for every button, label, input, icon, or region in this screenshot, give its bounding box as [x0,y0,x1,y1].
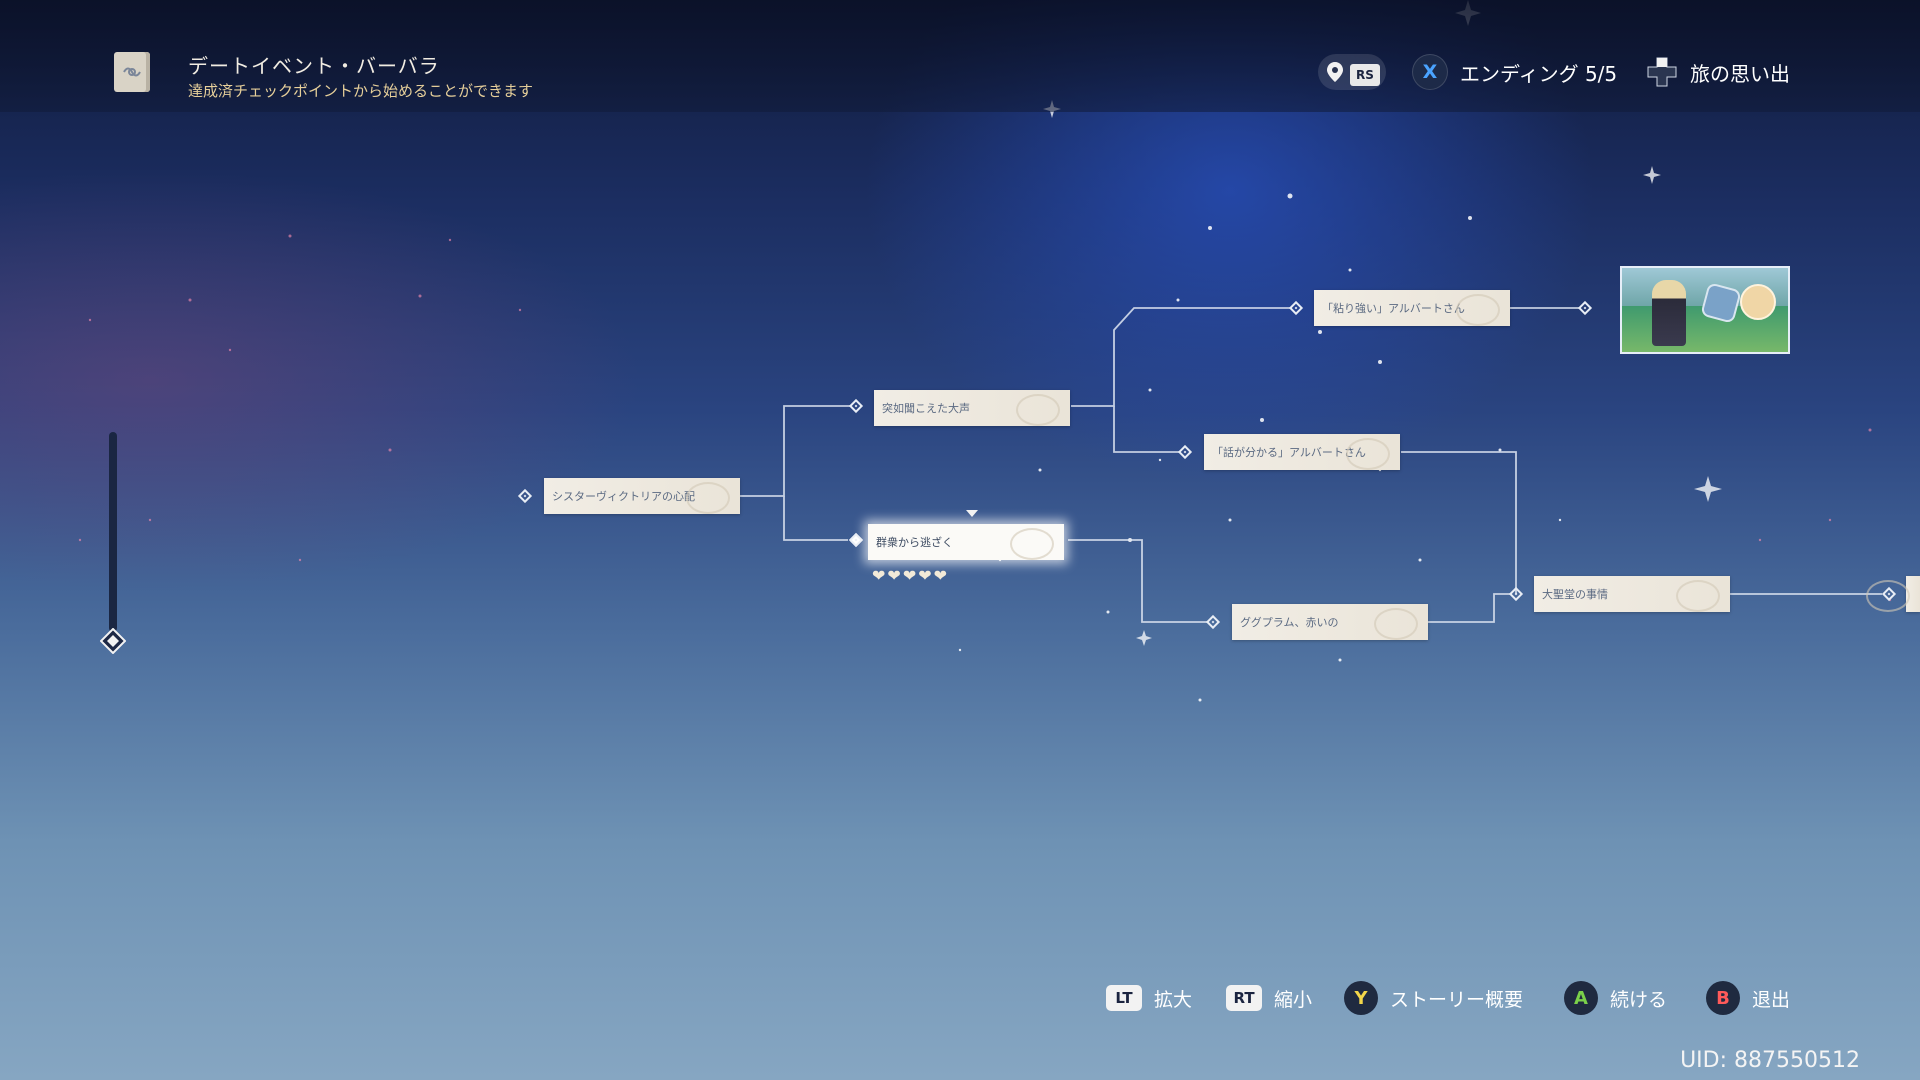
y-key-icon: Y [1344,981,1378,1015]
story-node-gugu-plum[interactable]: ググプラム、赤いの [1232,604,1428,640]
exit-label: 退出 [1752,988,1791,1011]
node-diamond-icon [1288,300,1304,316]
node-diamond-icon [1205,614,1221,630]
story-overview-label: ストーリー概要 [1390,988,1524,1011]
b-key-icon: B [1706,981,1740,1015]
a-key-icon: A [1564,981,1598,1015]
continue-hint[interactable]: A 続ける [1564,978,1667,1018]
ending-badge-icon [1700,282,1742,324]
story-node-understanding-albert[interactable]: 「話が分かる」アルバートさん [1204,434,1400,470]
zoom-in-label: 拡大 [1154,988,1193,1011]
node-diamond-icon [848,398,864,414]
zoom-in-hint[interactable]: LT 拡大 [1106,978,1192,1018]
location-pin-icon [1327,62,1343,82]
node-diamond-icon [1577,300,1593,316]
dpad-icon [1647,57,1677,87]
exit-hint[interactable]: B 退出 [1706,978,1790,1018]
endings-button[interactable]: X エンディング 5/5 [1412,52,1617,92]
ending-badge-icon [1740,284,1776,320]
top-bar [0,0,1920,112]
story-node-persistent-albert[interactable]: 「粘り強い」アルバートさん [1314,290,1510,326]
node-diamond-icon [1508,586,1524,602]
affection-hearts: ❤❤❤❤❤ [872,566,950,585]
timeline-scroll-handle[interactable] [100,628,126,654]
event-subtitle: 達成済チェックポイントから始めることができます [188,82,534,100]
rt-key-icon: RT [1226,985,1262,1011]
story-node-sister-victoria[interactable]: シスターヴィクトリアの心配 [544,478,740,514]
story-node-offscreen[interactable] [1866,576,1920,612]
endings-label: エンディング 5/5 [1460,61,1618,86]
event-title: デートイベント・バーバラ [188,54,440,78]
selection-caret-icon [966,510,978,517]
rs-key-badge: RS [1350,64,1380,86]
barbara-figure [1652,280,1686,346]
continue-label: 続ける [1610,988,1668,1011]
map-locate-button[interactable]: RS [1318,54,1386,90]
ending-thumbnail[interactable] [1620,266,1790,354]
x-key-icon: X [1412,54,1448,90]
story-overview-hint[interactable]: Y ストーリー概要 [1344,978,1523,1018]
zoom-out-hint[interactable]: RT 縮小 [1226,978,1312,1018]
story-node-escape-crowd[interactable]: 群衆から逃ざく [868,524,1064,560]
node-diamond-icon [848,532,864,548]
node-diamond-icon [517,488,533,504]
travel-memories-label: 旅の思い出 [1690,61,1790,86]
uid-label: UID: 887550512 [1680,1048,1860,1073]
story-node-sudden-voice[interactable]: 突如聞こえた大声 [874,390,1070,426]
timeline-scroll-track[interactable] [109,432,117,632]
node-diamond-icon [1177,444,1193,460]
story-node-cathedral[interactable]: 大聖堂の事情 [1534,576,1730,612]
zoom-out-label: 縮小 [1274,988,1313,1011]
travel-memories-button[interactable]: 旅の思い出 [1646,52,1790,92]
lt-key-icon: LT [1106,985,1142,1011]
event-book-icon [114,52,150,92]
